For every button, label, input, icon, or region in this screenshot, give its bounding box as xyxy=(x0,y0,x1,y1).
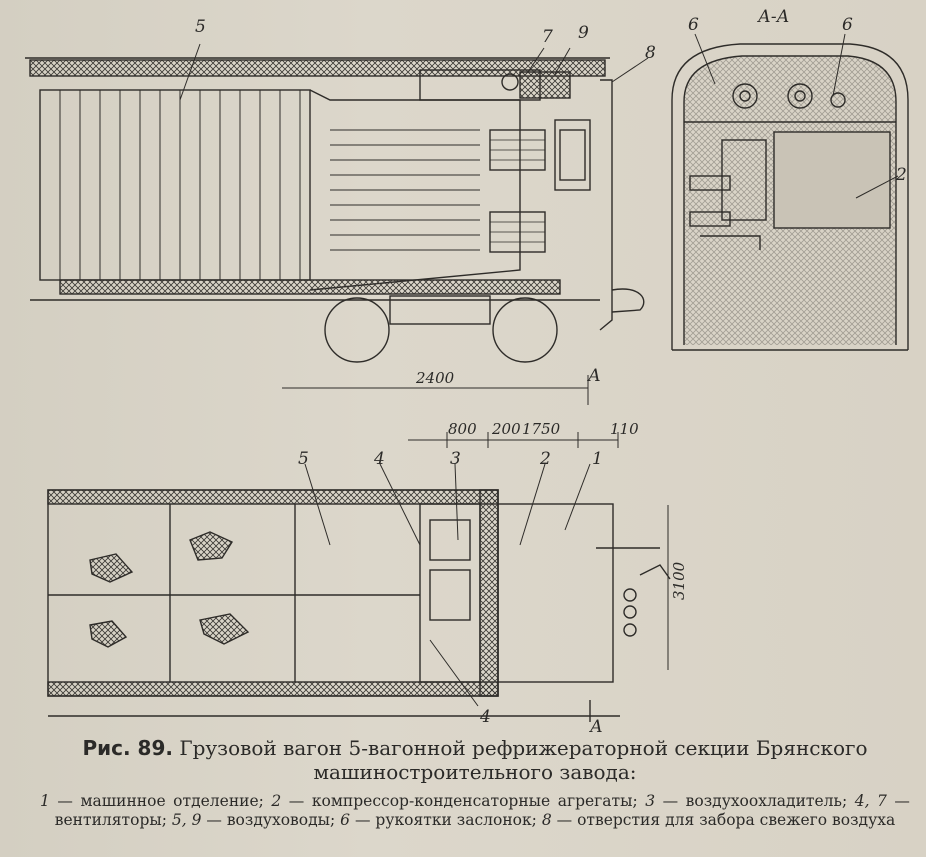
legend-number: 6 xyxy=(340,811,351,829)
section-mark-bottom: А xyxy=(589,717,603,737)
roof-insulation xyxy=(29,59,606,77)
label-6-left: 6 xyxy=(688,15,699,35)
legend-number: 3 xyxy=(645,792,656,810)
label-3-plan: 3 xyxy=(450,449,461,469)
section-mark-top: А xyxy=(587,366,601,386)
legend-text: воздухоохладитель; xyxy=(685,792,848,810)
dimension-800: 800 xyxy=(448,420,477,438)
legend-text: отверстия для забора свежего воздуха xyxy=(577,811,896,829)
wheel-right xyxy=(492,297,558,363)
plan-view xyxy=(47,489,671,722)
figure-caption: Рис. 89. Грузовой вагон 5-вагонной рефри… xyxy=(40,736,910,830)
legend-text: вентиляторы; xyxy=(54,811,167,829)
dimension-110: 110 xyxy=(610,420,639,438)
legend-text: машинное отделение; xyxy=(80,792,264,810)
section-title: А-А xyxy=(757,7,790,27)
dimension-200: 200 xyxy=(491,420,521,438)
legend-number: 8 xyxy=(541,811,552,829)
wheel-left xyxy=(324,297,390,363)
legend-text: рукоятки заслонок; xyxy=(375,811,537,829)
legend-text: компрессор-конденсаторные агрегаты; xyxy=(311,792,638,810)
legend-text: воздуховоды; xyxy=(226,811,336,829)
label-5-side: 5 xyxy=(195,17,206,37)
figure-legend: 1 — машинное отделение; 2 — компрессор-к… xyxy=(40,792,910,829)
dimension-1750: 1750 xyxy=(522,420,561,438)
underframe xyxy=(59,279,561,295)
label-4-plan-top: 4 xyxy=(373,449,385,469)
leader-lines xyxy=(179,33,899,707)
label-4-plan-bottom: 4 xyxy=(479,707,491,727)
caption-title: Рис. 89. Грузовой вагон 5-вагонной рефри… xyxy=(40,736,910,784)
label-9: 9 xyxy=(578,23,589,43)
figure-title: Грузовой вагон 5-вагонной рефрижераторно… xyxy=(179,736,868,784)
label-1-plan: 1 xyxy=(592,449,603,469)
technical-drawing: 5 7 9 8 А-А 6 6 2 5 4 3 2 1 4 А А 2400 8… xyxy=(25,7,909,737)
label-8: 8 xyxy=(645,43,656,63)
label-7: 7 xyxy=(542,27,553,47)
label-2-section: 2 xyxy=(895,165,907,185)
figure-number: Рис. 89. xyxy=(82,736,173,760)
legend-number: 4, 7 xyxy=(854,792,887,810)
label-2-plan: 2 xyxy=(539,449,551,469)
dimension-lines xyxy=(282,375,669,670)
label-6-right: 6 xyxy=(842,15,853,35)
side-view xyxy=(25,57,645,363)
dimension-3100: 3100 xyxy=(670,561,688,600)
legend-number: 1 xyxy=(40,792,50,810)
dimension-2400: 2400 xyxy=(415,369,455,387)
legend-number: 5, 9 xyxy=(171,811,202,829)
label-5-plan: 5 xyxy=(298,449,309,469)
section-view xyxy=(671,43,909,351)
legend-number: 2 xyxy=(271,792,282,810)
